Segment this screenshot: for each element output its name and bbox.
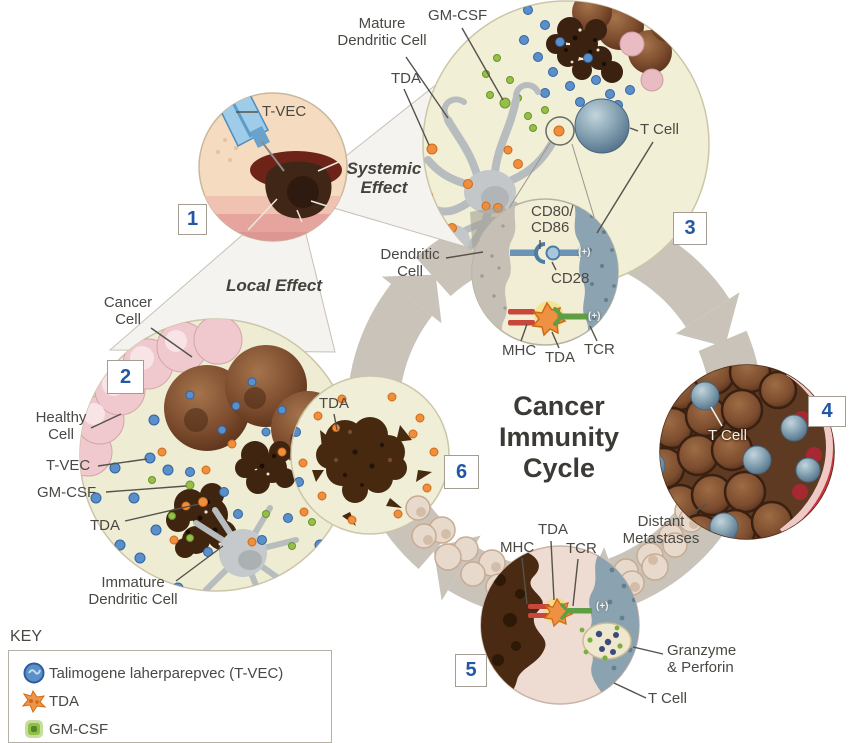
receptor-inset-circle bbox=[471, 198, 619, 346]
tda-top-label: TDA bbox=[391, 70, 421, 87]
distant-metastases-label: Distant Metastases bbox=[622, 513, 700, 547]
key-item-gmcsf: GM-CSF bbox=[9, 715, 331, 743]
mhc3-label: MHC bbox=[502, 342, 537, 359]
plus-tcr5: (+) bbox=[596, 601, 609, 612]
tda-dots bbox=[157, 439, 331, 547]
tvec-dots bbox=[519, 5, 635, 115]
key-item-tvec: Talimogene laherparepvec (T-VEC) bbox=[9, 659, 331, 687]
gmcsf-dots bbox=[148, 476, 316, 550]
tvec-injection-label: T-VEC bbox=[262, 103, 307, 120]
step6-number: 6 bbox=[444, 455, 479, 489]
cancer-cell-label: Cancer Cell bbox=[103, 294, 153, 328]
tda3-label: TDA bbox=[545, 349, 575, 366]
tcell5-label: T Cell bbox=[648, 690, 687, 707]
gmcsf-icon bbox=[19, 717, 49, 741]
t-cells bbox=[660, 381, 821, 539]
tcell4-label: T Cell bbox=[708, 427, 747, 444]
key-item-label: Talimogene laherparepvec (T-VEC) bbox=[49, 664, 284, 682]
key-item-tda: TDA bbox=[9, 687, 331, 715]
gmcsf-top-label: GM-CSF bbox=[428, 7, 488, 24]
mature-dendritic-cell-label: Mature Dendritic Cell bbox=[337, 15, 427, 49]
tda6-label: TDA bbox=[319, 395, 349, 412]
step3-number: 3 bbox=[673, 212, 707, 245]
step6-circle bbox=[290, 375, 450, 535]
plus-cd28: (+) bbox=[578, 247, 591, 258]
step5-number: 5 bbox=[455, 654, 487, 687]
cancer-cells bbox=[164, 345, 345, 465]
dendritic-cell-label: Dendritic Cell bbox=[380, 246, 440, 280]
mhc-tda-tcr-receptor bbox=[508, 301, 588, 337]
systemic-effect-label: Systemic Effect bbox=[346, 159, 422, 197]
ring-arrowhead bbox=[381, 274, 442, 324]
tcr5-label: TCR bbox=[566, 540, 597, 557]
key-legend: Talimogene laherparepvec (T-VEC) TDA GM-… bbox=[8, 650, 332, 743]
cd28-label: CD28 bbox=[551, 270, 590, 287]
leader-lines bbox=[90, 27, 708, 699]
tvec-icon bbox=[19, 661, 49, 685]
key-header: KEY bbox=[10, 628, 43, 645]
cd86-label: CD86 bbox=[531, 219, 570, 236]
gmcsf2-label: GM-CSF bbox=[37, 484, 97, 501]
ring-arrowhead bbox=[675, 292, 740, 347]
tda2-label: TDA bbox=[90, 517, 120, 534]
tcell4-leader bbox=[710, 406, 723, 427]
step2-circle bbox=[79, 318, 353, 592]
cone-apex-lines bbox=[247, 160, 342, 231]
step2-number: 2 bbox=[107, 360, 144, 394]
cd80-label: CD80/ bbox=[531, 203, 574, 220]
tda-icon bbox=[19, 689, 49, 713]
step4-number: 4 bbox=[808, 396, 846, 427]
plus-tcr3: (+) bbox=[588, 311, 601, 322]
dendritic-cell-surface bbox=[472, 199, 518, 345]
local-effect-label: Local Effect bbox=[225, 276, 323, 295]
tcr3-label: TCR bbox=[584, 341, 615, 358]
cd80-cd28-receptor bbox=[510, 242, 580, 264]
key-item-label: TDA bbox=[49, 692, 79, 710]
tumor-cell bbox=[481, 546, 546, 704]
tda-dots bbox=[298, 392, 439, 525]
tcell3-label: T Cell bbox=[640, 121, 679, 138]
mhc5-label: MHC bbox=[500, 539, 535, 556]
immature-dendritic-label: Immature Dendritic Cell bbox=[88, 574, 178, 608]
mhc-tda-tcr-synapse bbox=[528, 597, 592, 628]
t-cell-sphere bbox=[574, 98, 630, 154]
healthy-cell-label: Healthy Cell bbox=[35, 409, 87, 443]
granzyme-perforin bbox=[579, 622, 632, 661]
healthy-cells bbox=[80, 319, 243, 477]
tda5-label: TDA bbox=[538, 521, 568, 538]
step5-circle bbox=[480, 545, 640, 705]
diagram-title: Cancer Immunity Cycle bbox=[498, 391, 620, 483]
tvec2-label: T-VEC bbox=[46, 457, 91, 474]
key-item-label: GM-CSF bbox=[49, 720, 109, 738]
granzyme-perforin-label: Granzyme & Perforin bbox=[667, 642, 737, 676]
step1-number: 1 bbox=[178, 204, 207, 235]
